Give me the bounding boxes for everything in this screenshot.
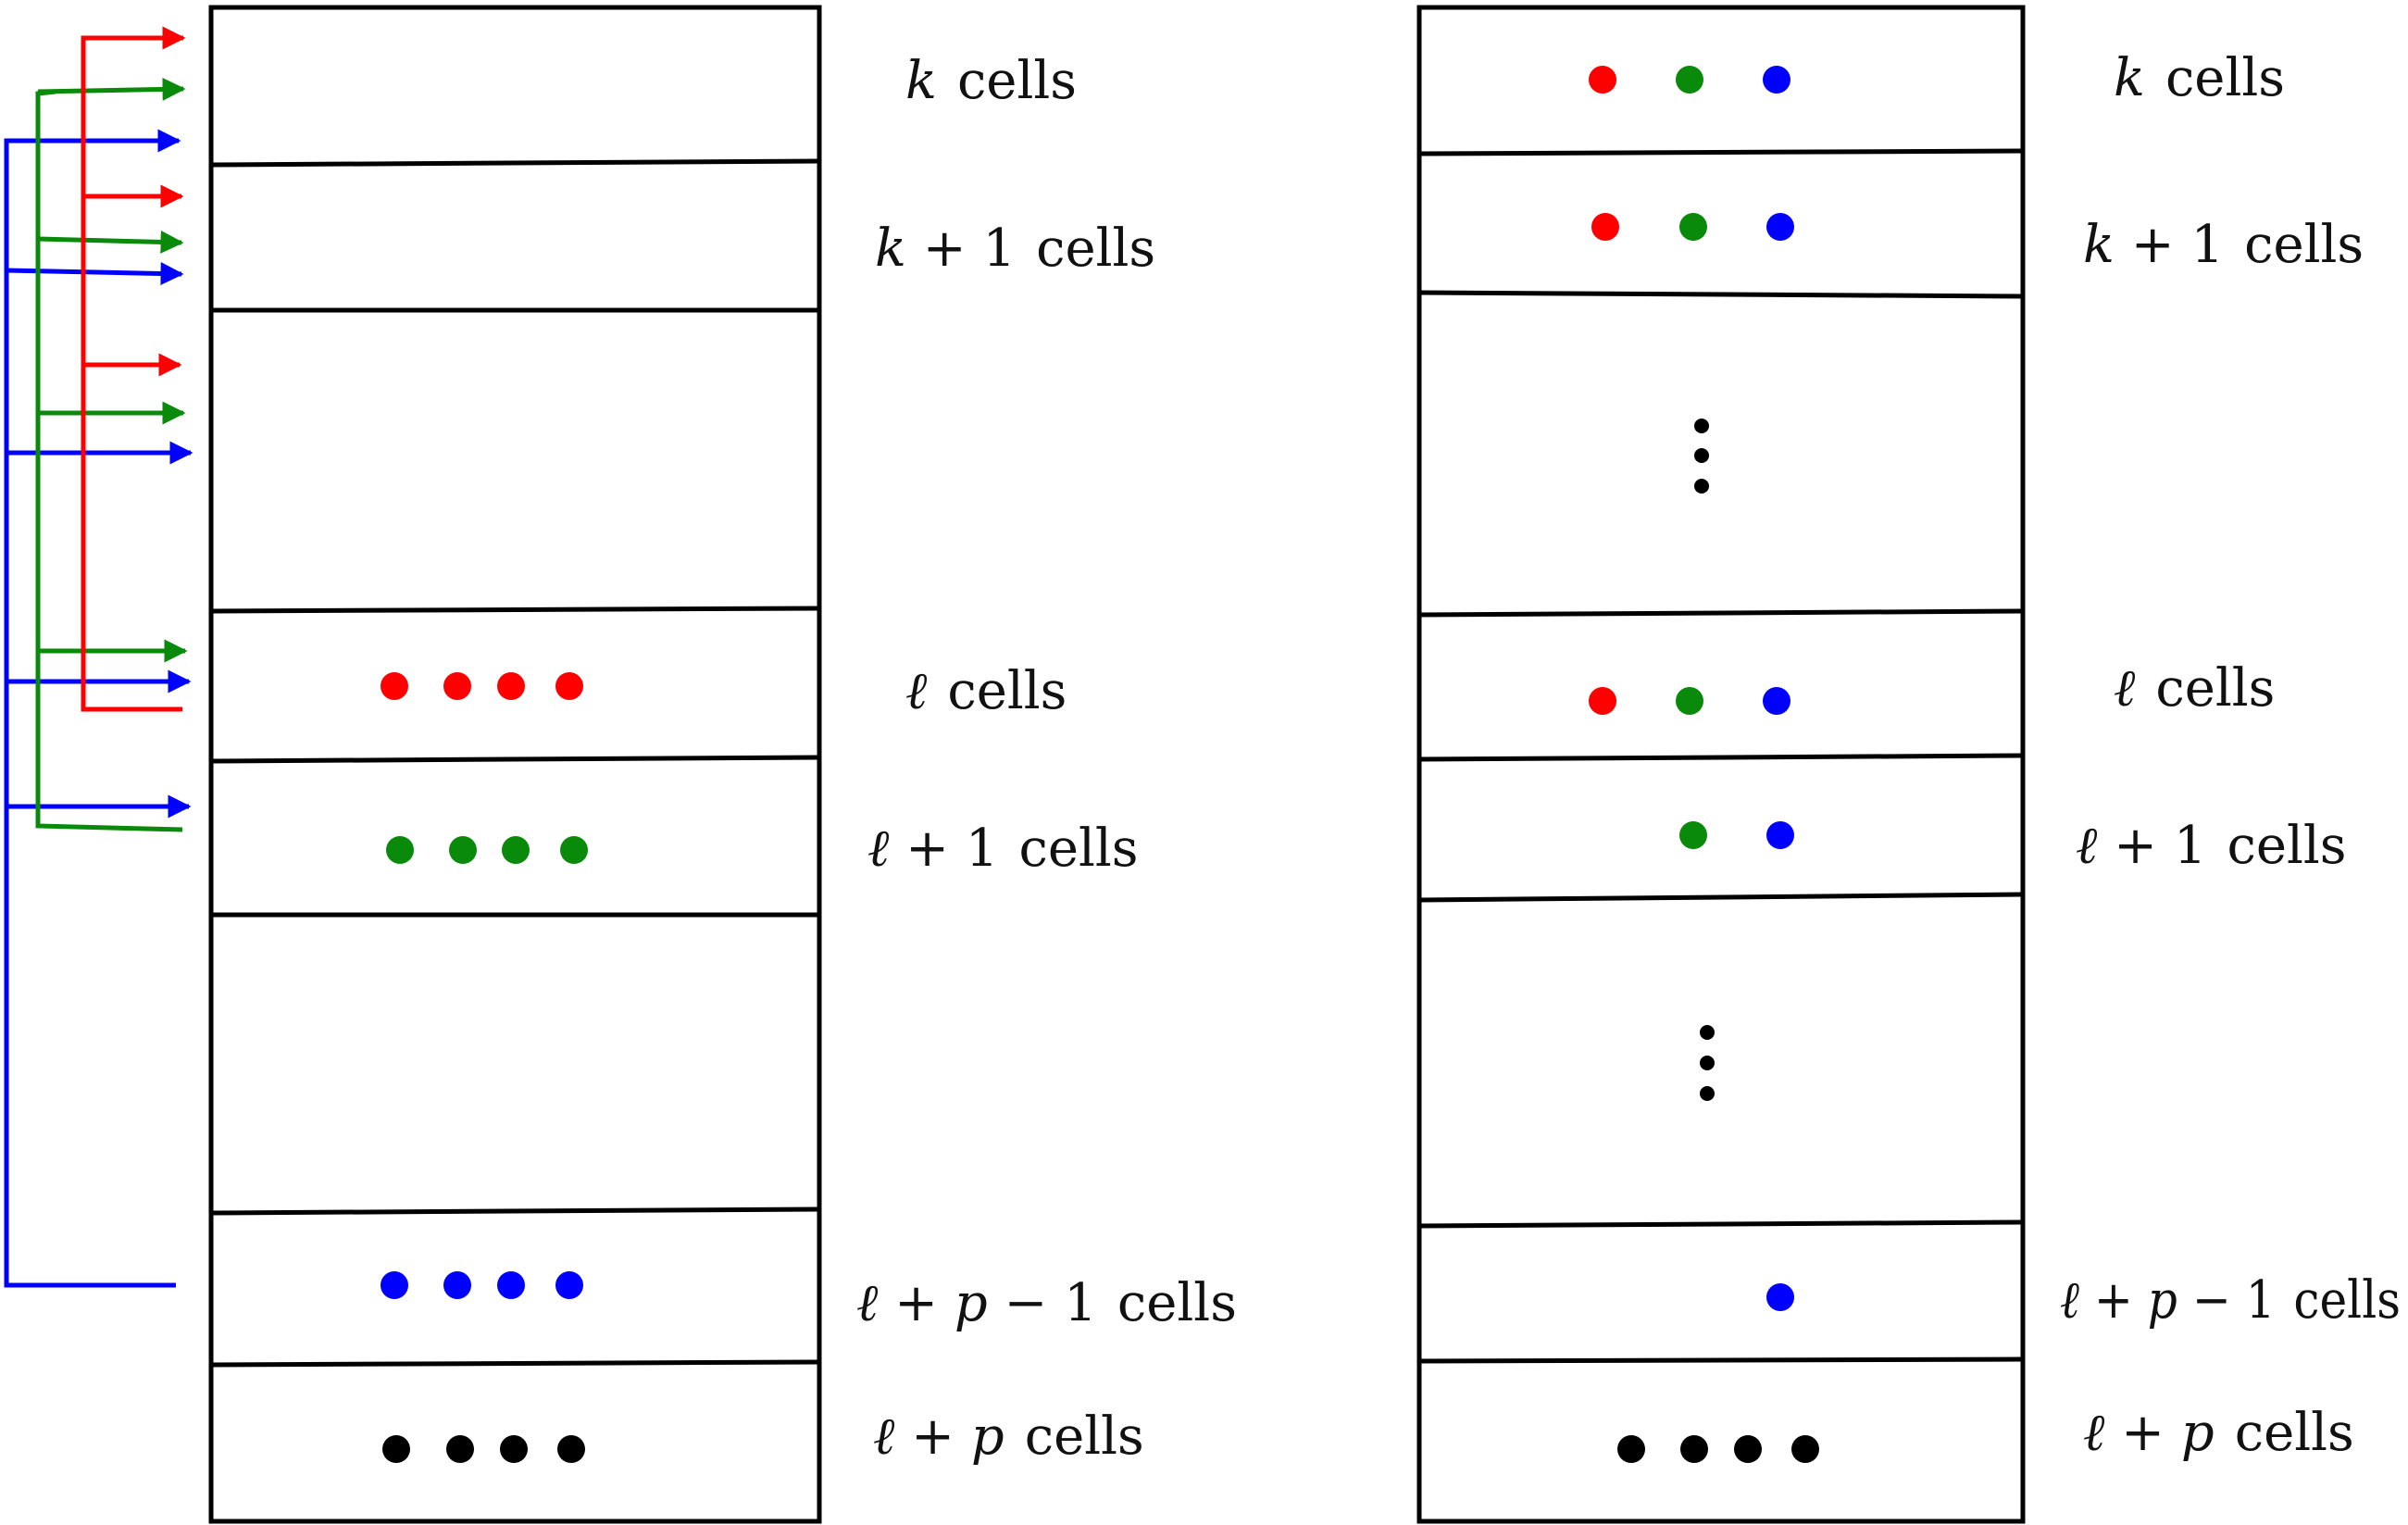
- right-row4-dot: [1589, 687, 1616, 715]
- left-dots: [381, 672, 588, 1463]
- right-row8-dot: [1680, 1435, 1708, 1463]
- left-row-divider: [210, 755, 820, 764]
- left-row-divider: [210, 606, 820, 614]
- right-row2-dot: [1679, 213, 1707, 241]
- left-row7-dot: [381, 1271, 408, 1299]
- left-row4-dot: [381, 672, 408, 700]
- left-row7-dot: [443, 1271, 471, 1299]
- left-row4-dot: [443, 672, 471, 700]
- left-row8-dot: [446, 1435, 474, 1463]
- left-row-divider: [210, 1206, 820, 1216]
- right-row7-dot: [1766, 1283, 1794, 1311]
- right-row-divider: [1418, 1356, 2024, 1364]
- left-row8-dot: [382, 1435, 410, 1463]
- right-row1-dot: [1589, 66, 1616, 94]
- right-row2-dot: [1591, 213, 1619, 241]
- right-row2-dot: [1766, 213, 1794, 241]
- green-arrow-group: [35, 77, 188, 832]
- left-row8-dot: [557, 1435, 585, 1463]
- right-dots: [1589, 66, 1819, 1463]
- right-table-border: [1416, 5, 2026, 1524]
- green-arrow: [37, 77, 186, 101]
- right-row3-ellipsis-dot: [1694, 419, 1709, 433]
- right-row-divider: [1418, 892, 2024, 903]
- left-row8-dot: [500, 1435, 528, 1463]
- left-row7-dot: [497, 1271, 525, 1299]
- right-row8-dot: [1791, 1435, 1819, 1463]
- right-row3-ellipsis-dot: [1694, 479, 1709, 494]
- right-row4-dot: [1763, 687, 1790, 715]
- left-row4-dot: [497, 672, 525, 700]
- right-row4-dot: [1676, 687, 1703, 715]
- left-table: [208, 5, 822, 1524]
- left-row-divider: [210, 158, 820, 168]
- right-row1-dot: [1676, 66, 1703, 94]
- left-row7-dot: [555, 1271, 583, 1299]
- right-row6-ellipsis-dot: [1700, 1025, 1715, 1040]
- right-row-divider: [1418, 753, 2024, 762]
- left-row-divider: [210, 1359, 820, 1368]
- right-row3-ellipsis-dot: [1694, 448, 1709, 463]
- right-row8-dot: [1617, 1435, 1645, 1463]
- green-arrow: [37, 230, 184, 254]
- right-row-divider: [1418, 608, 2024, 618]
- right-row1-dot: [1763, 66, 1790, 94]
- green-bracket-line: [35, 89, 183, 832]
- blue-arrow-group: [4, 129, 193, 1288]
- left-row4-dot: [555, 672, 583, 700]
- left-row5-dot: [449, 836, 477, 864]
- blue-bracket-line: [4, 138, 176, 1288]
- right-row5-dot: [1766, 821, 1794, 849]
- left-row5-dot: [386, 836, 414, 864]
- blue-arrow: [6, 262, 184, 286]
- red-arrow-group: [81, 26, 186, 712]
- right-table: [1416, 5, 2026, 1524]
- right-row8-dot: [1734, 1435, 1762, 1463]
- left-row5-dot: [560, 836, 588, 864]
- right-row-divider: [1418, 1219, 2024, 1229]
- left-table-border: [208, 5, 822, 1524]
- right-row6-ellipsis-dot: [1700, 1056, 1715, 1070]
- right-row6-ellipsis-dot: [1700, 1086, 1715, 1101]
- right-row-divider: [1418, 148, 2024, 156]
- left-row5-dot: [502, 836, 530, 864]
- right-row-divider: [1418, 290, 2024, 299]
- right-row5-dot: [1679, 821, 1707, 849]
